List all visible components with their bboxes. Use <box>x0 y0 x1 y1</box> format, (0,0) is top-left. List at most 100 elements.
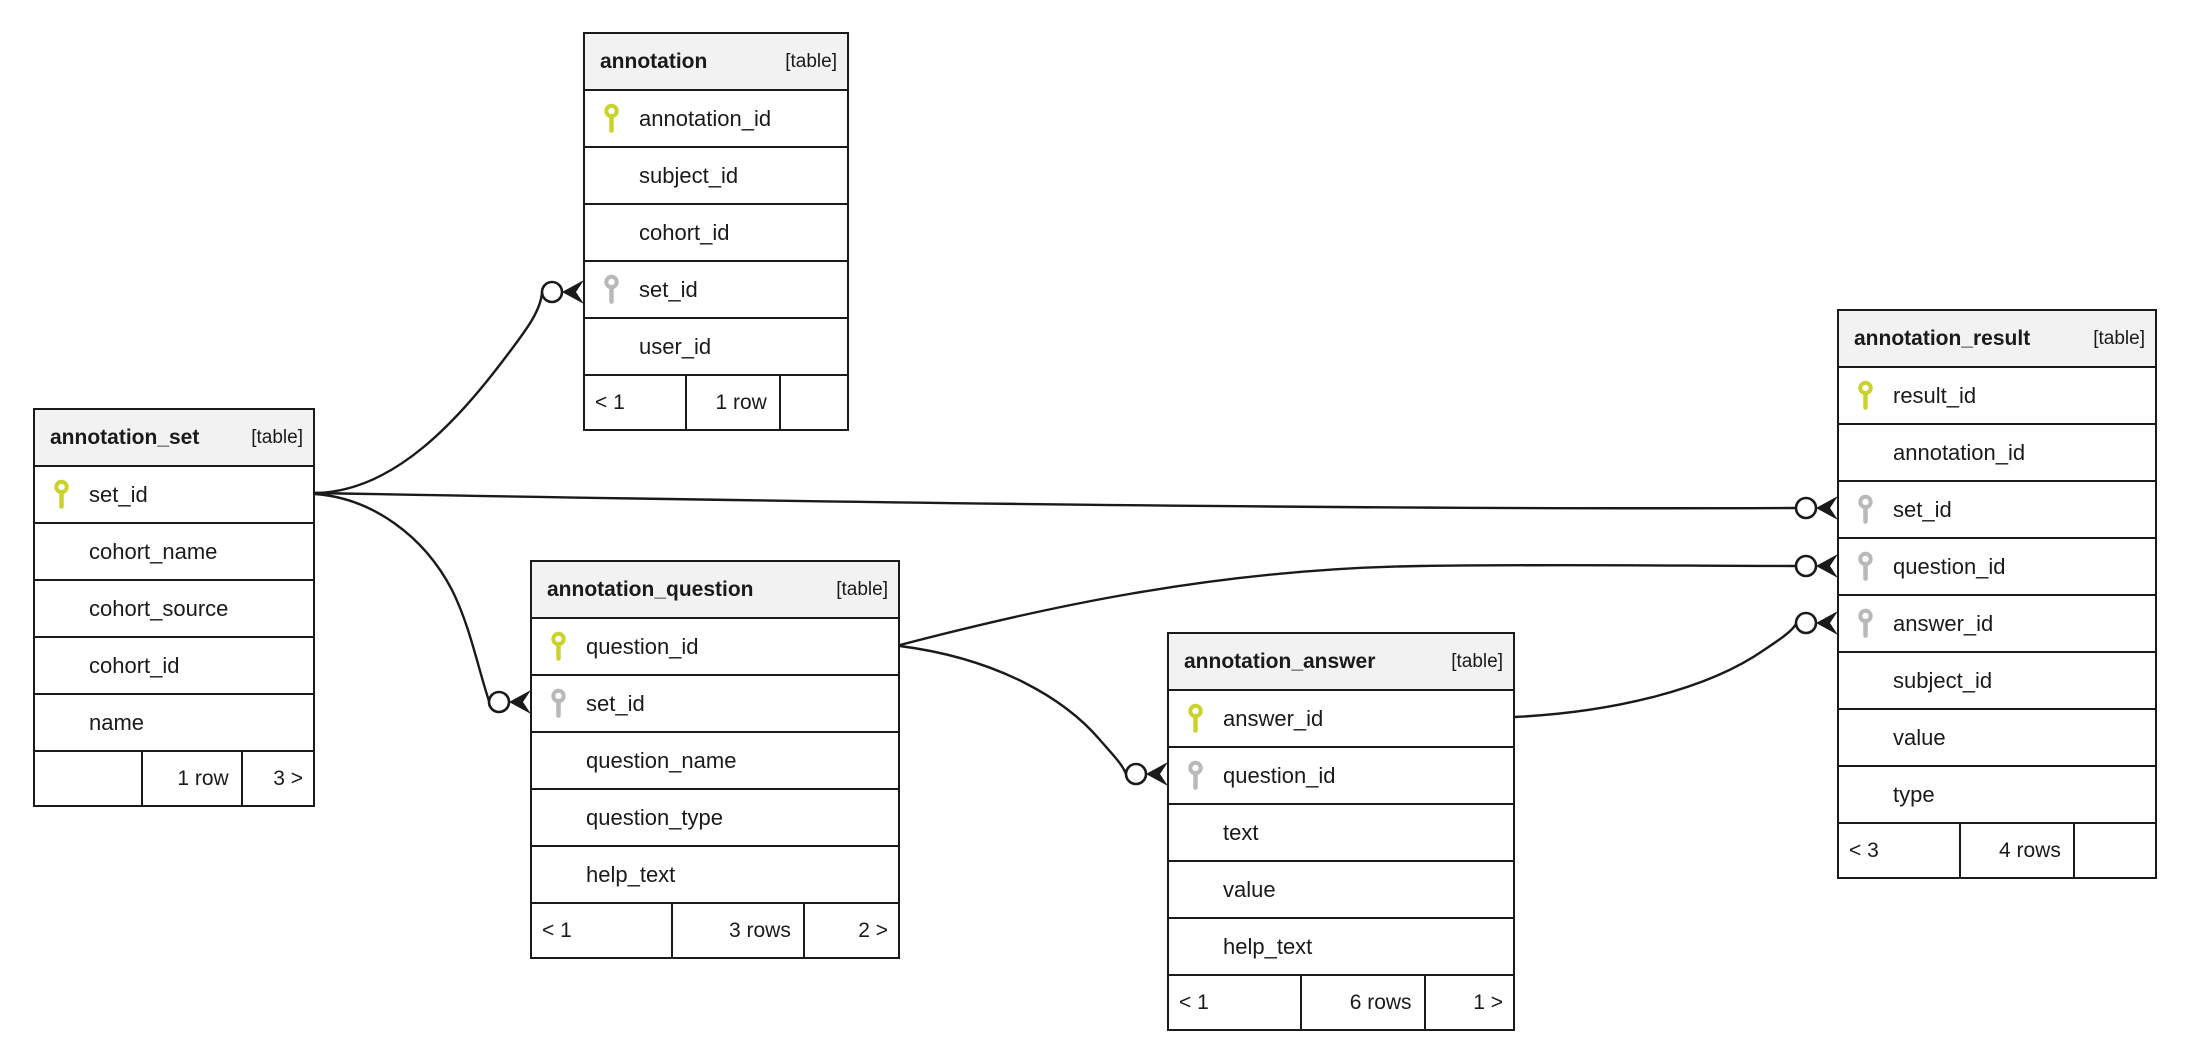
footer-child-count: 1 > <box>1423 976 1513 1029</box>
crow-foot-icon <box>1816 611 1838 635</box>
table-header[interactable]: annotation_question [table] <box>532 562 898 619</box>
footer-parent-count: < 1 <box>595 390 625 414</box>
zero-or-one-icon <box>540 280 564 304</box>
column-name: cohort_name <box>89 538 218 564</box>
table-name: annotation_question <box>547 577 754 601</box>
table-type-tag: [table] <box>251 426 303 448</box>
column-row: annotation_id <box>1839 425 2155 482</box>
column-row: cohort_id <box>585 205 847 262</box>
crow-foot-icon <box>562 280 584 304</box>
crow-foot-icon <box>509 690 531 714</box>
column-row: annotation_id <box>585 91 847 148</box>
column-name: subject_id <box>639 162 739 188</box>
zero-or-one-icon <box>1124 762 1148 786</box>
relationship-line <box>314 291 544 495</box>
column-name: question_id <box>1223 762 1336 788</box>
column-row: question_id <box>1169 748 1513 805</box>
column-name: type <box>1893 781 1935 807</box>
column-row: user_id <box>585 319 847 376</box>
zero-or-one-icon <box>1794 496 1818 520</box>
table-node-annotation-result[interactable]: annotation_result [table] result_id anno… <box>1837 309 2157 879</box>
footer-parent-count: < 1 <box>542 918 572 942</box>
column-name: user_id <box>639 333 712 359</box>
column-row: cohort_name <box>35 524 313 581</box>
column-row: answer_id <box>1169 691 1513 748</box>
column-row: cohort_source <box>35 581 313 638</box>
primary-key-icon <box>50 479 73 511</box>
table-type-tag: [table] <box>1451 650 1503 672</box>
table-name: annotation_answer <box>1184 649 1376 673</box>
column-row: name <box>35 695 313 752</box>
column-row: answer_id <box>1839 596 2155 653</box>
table-header[interactable]: annotation_set [table] <box>35 410 313 467</box>
column-row: set_id <box>585 262 847 319</box>
column-row: subject_id <box>1839 653 2155 710</box>
footer-child-count <box>778 376 847 429</box>
table-node-annotation-set[interactable]: annotation_set [table] set_id cohort_nam… <box>33 408 315 807</box>
column-row: set_id <box>1839 482 2155 539</box>
foreign-key-icon <box>600 274 623 306</box>
foreign-key-icon <box>547 688 570 720</box>
footer-child-count <box>2072 824 2155 877</box>
column-row: question_id <box>532 619 898 676</box>
column-name: question_type <box>586 804 723 830</box>
table-node-annotation[interactable]: annotation [table] annotation_id subject… <box>583 32 849 431</box>
column-name: text <box>1223 819 1259 845</box>
table-type-tag: [table] <box>2093 327 2145 349</box>
column-name: set_id <box>89 481 148 507</box>
relationship-line <box>899 644 1128 775</box>
footer-row-count: 4 rows <box>1959 824 2073 877</box>
column-name: annotation_id <box>1893 439 2026 465</box>
zero-or-one-icon <box>487 690 511 714</box>
column-name: name <box>89 709 145 735</box>
relationship-edge-question-to-result <box>899 554 1838 647</box>
column-row: type <box>1839 767 2155 824</box>
zero-or-one-icon <box>1794 611 1818 635</box>
table-node-annotation-question[interactable]: annotation_question [table] question_id … <box>530 560 900 959</box>
primary-key-icon <box>1854 380 1877 412</box>
footer-parent-count <box>35 752 141 805</box>
column-name: set_id <box>639 276 698 302</box>
column-row: question_name <box>532 733 898 790</box>
column-name: result_id <box>1893 382 1977 408</box>
table-node-annotation-answer[interactable]: annotation_answer [table] answer_id ques… <box>1167 632 1515 1031</box>
zero-or-one-icon <box>1794 554 1818 578</box>
column-name: set_id <box>586 690 645 716</box>
footer-parent-count: < 1 <box>1179 990 1209 1014</box>
table-header[interactable]: annotation [table] <box>585 34 847 91</box>
column-name: value <box>1893 724 1946 750</box>
foreign-key-icon <box>1184 760 1207 792</box>
column-name: question_name <box>586 747 737 773</box>
column-name: cohort_id <box>89 652 180 678</box>
crow-foot-icon <box>1146 762 1168 786</box>
relationship-line <box>314 491 1797 510</box>
primary-key-icon <box>1184 703 1207 735</box>
primary-key-icon <box>547 631 570 663</box>
column-name: question_id <box>586 633 699 659</box>
table-footer: < 3 4 rows <box>1839 824 2155 877</box>
table-header[interactable]: annotation_answer [table] <box>1169 634 1513 691</box>
table-type-tag: [table] <box>836 578 888 600</box>
column-row: value <box>1169 862 1513 919</box>
column-row: question_id <box>1839 539 2155 596</box>
relationship-line <box>314 492 491 702</box>
relationship-edge-set-to-annotation <box>314 280 584 495</box>
crow-foot-icon <box>1816 496 1838 520</box>
foreign-key-icon <box>1854 551 1877 583</box>
relationship-line <box>899 563 1797 647</box>
table-name: annotation_set <box>50 425 200 449</box>
table-name: annotation <box>600 49 708 73</box>
footer-row-count: 1 row <box>140 752 241 805</box>
column-name: subject_id <box>1893 667 1993 693</box>
table-name: annotation_result <box>1854 326 2031 350</box>
column-name: question_id <box>1893 553 2006 579</box>
foreign-key-icon <box>1854 608 1877 640</box>
relationship-edge-set-to-question <box>314 492 531 714</box>
column-name: value <box>1223 876 1276 902</box>
table-header[interactable]: annotation_result [table] <box>1839 311 2155 368</box>
relationship-line <box>1514 623 1798 719</box>
column-row: help_text <box>532 847 898 904</box>
footer-row-count: 1 row <box>684 376 779 429</box>
